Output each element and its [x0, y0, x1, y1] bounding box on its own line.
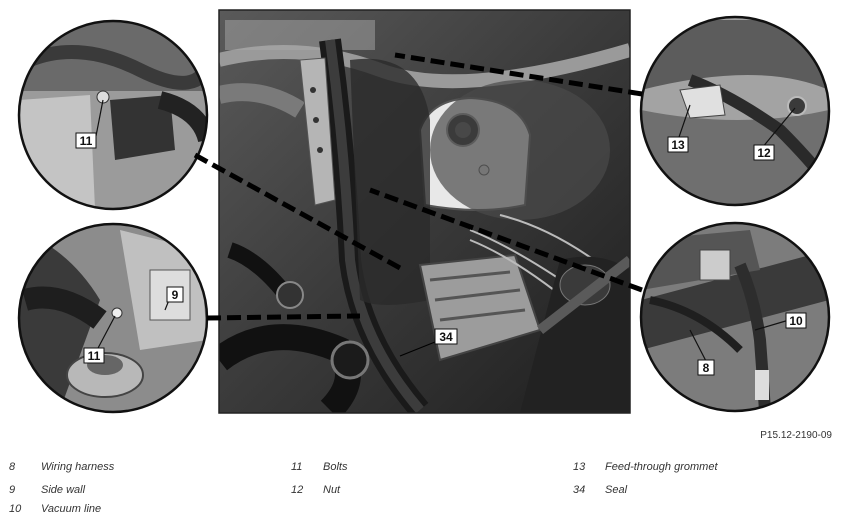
callout-34: 34 [434, 328, 458, 345]
legend: 8 Wiring harness 9 Side wall 10 Vacuum l… [9, 461, 718, 515]
svg-text:12: 12 [757, 146, 771, 160]
svg-text:13: 13 [671, 138, 685, 152]
leader-lines [193, 52, 643, 321]
svg-text:10: 10 [789, 314, 803, 328]
svg-text:9: 9 [172, 288, 179, 302]
callout-13: 13 [667, 136, 689, 153]
callout-9: 9 [166, 286, 184, 303]
callout-11-top: 11 [75, 132, 97, 149]
callout-12: 12 [753, 144, 775, 161]
callout-8: 8 [697, 359, 715, 376]
detail-circle-top-left [17, 19, 209, 211]
detail-circle-bottom-left [17, 222, 209, 414]
leader-lines-thin [394, 264, 436, 357]
svg-text:11: 11 [80, 134, 93, 148]
callout-11-bottom: 11 [83, 347, 105, 364]
engine-bay-illustration: 11 9 11 13 12 10 8 34 [17, 9, 831, 414]
svg-text:11: 11 [88, 349, 101, 363]
detail-circle-top-right [639, 15, 831, 207]
svg-text:34: 34 [439, 330, 453, 344]
callout-10: 10 [785, 312, 807, 329]
main-photo [219, 10, 630, 413]
svg-text:8: 8 [703, 361, 710, 375]
figure-number: P15.12-2190-09 [760, 430, 832, 441]
